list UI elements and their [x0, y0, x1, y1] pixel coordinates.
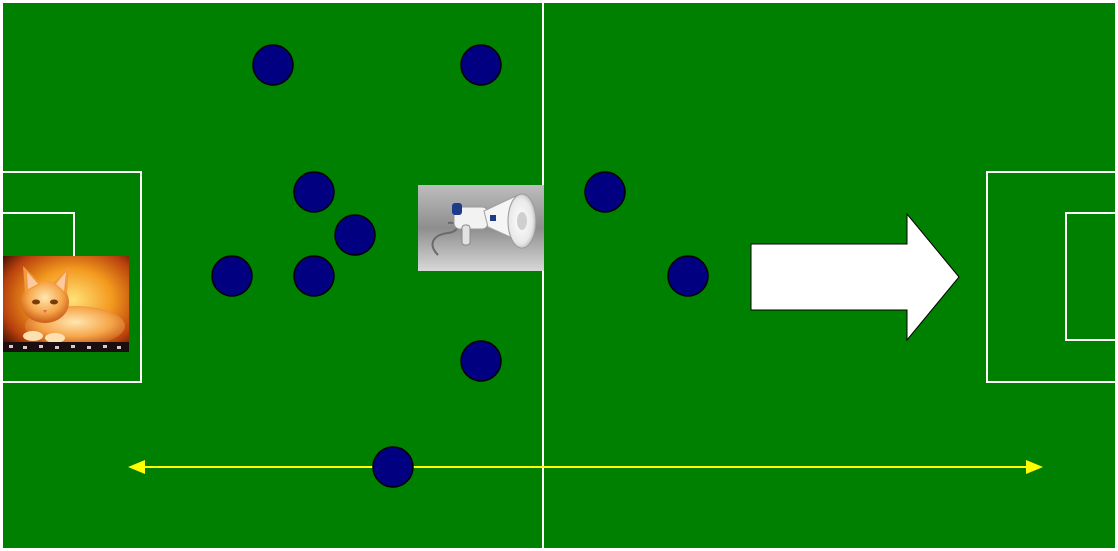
- player-marker: [294, 256, 334, 296]
- player-marker: [668, 256, 708, 296]
- player-marker: [335, 215, 375, 255]
- megaphone-photo: [418, 185, 544, 271]
- player-marker: [585, 172, 625, 212]
- player-marker: [253, 45, 293, 85]
- player-marker: [212, 256, 252, 296]
- player-marker: [373, 447, 413, 487]
- player-marker: [461, 341, 501, 381]
- kitten-photo: [3, 256, 129, 352]
- player-marker: [294, 172, 334, 212]
- player-marker: [461, 45, 501, 85]
